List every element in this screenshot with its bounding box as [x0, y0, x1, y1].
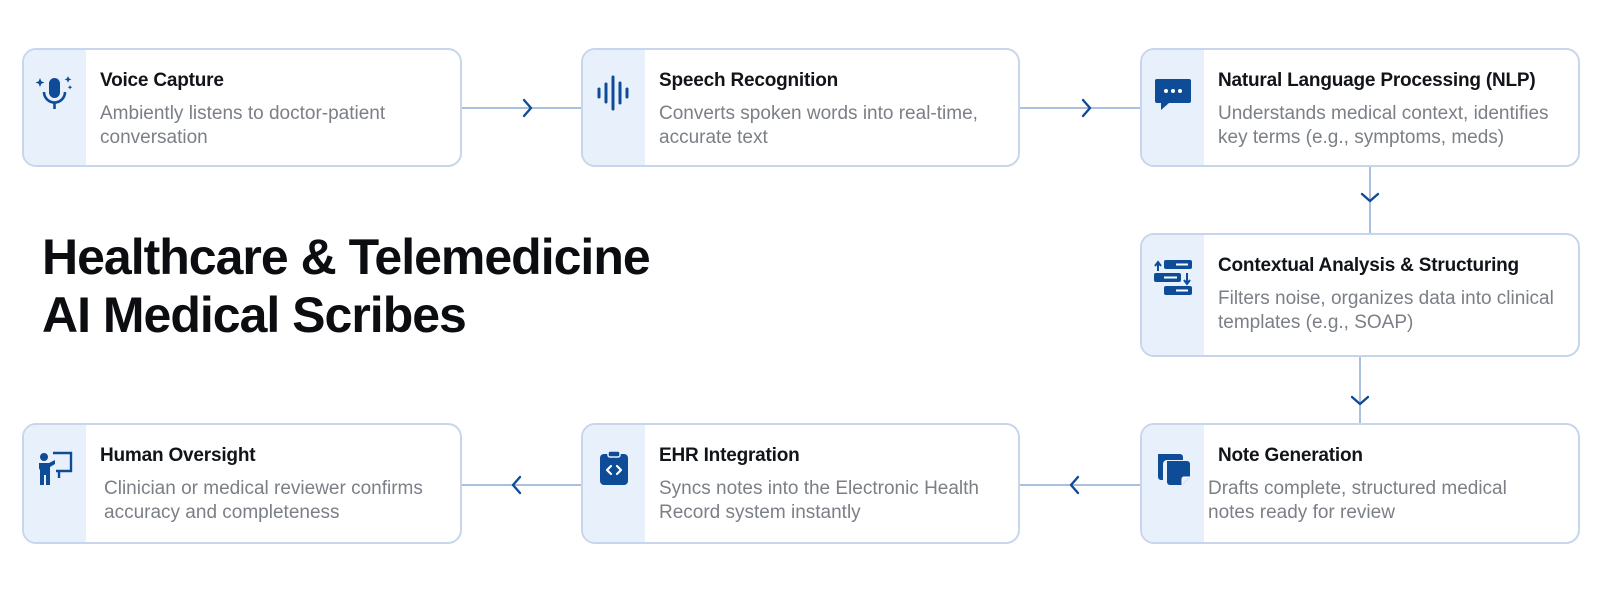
step-title: Contextual Analysis & Structuring	[1218, 255, 1519, 276]
diagram-heading: Healthcare & Telemedicine AI Medical Scr…	[42, 228, 651, 344]
card-icon-strip	[1142, 50, 1204, 165]
chevron-right-icon	[1081, 98, 1092, 118]
step-speech-recognition: Speech Recognition Converts spoken words…	[581, 48, 1020, 167]
chevron-left-icon	[511, 475, 522, 495]
chevron-down-icon	[1350, 395, 1370, 406]
step-title: Note Generation	[1218, 445, 1363, 466]
step-nlp: Natural Language Processing (NLP) Unders…	[1140, 48, 1580, 167]
chevron-down-icon	[1360, 192, 1380, 203]
chevron-right-icon	[522, 98, 533, 118]
step-ehr-integration: EHR Integration Syncs notes into the Ele…	[581, 423, 1020, 544]
step-note-generation: Note Generation Drafts complete, structu…	[1140, 423, 1580, 544]
step-contextual-analysis: Contextual Analysis & Structuring Filter…	[1140, 233, 1580, 357]
heading-line-1: Healthcare & Telemedicine	[42, 229, 651, 285]
step-description: Syncs notes into the Electronic Health R…	[659, 478, 980, 523]
step-title: EHR Integration	[659, 445, 800, 466]
step-description: Drafts complete, structured medical note…	[1208, 478, 1507, 523]
heading-line-2: AI Medical Scribes	[42, 287, 467, 343]
presenter-board-icon	[32, 445, 78, 491]
card-icon-strip	[24, 425, 86, 542]
step-description: Understands medical context, identifies …	[1218, 103, 1549, 148]
step-description: Clinician or medical reviewer confirms a…	[104, 478, 423, 523]
step-title: Voice Capture	[100, 70, 224, 91]
microphone-sparkle-icon	[32, 70, 78, 116]
step-title: Speech Recognition	[659, 70, 839, 91]
step-description: Converts spoken words into real-time, ac…	[659, 103, 978, 148]
step-description: Filters noise, organizes data into clini…	[1218, 288, 1554, 333]
clipboard-code-icon	[591, 445, 637, 491]
step-voice-capture: Voice Capture Ambiently listens to docto…	[22, 48, 462, 167]
step-human-oversight: Human Oversight Clinician or medical rev…	[22, 423, 462, 544]
step-title: Human Oversight	[100, 445, 256, 466]
chevron-left-icon	[1069, 475, 1080, 495]
step-title: Natural Language Processing (NLP)	[1218, 70, 1536, 91]
sort-list-icon	[1150, 255, 1196, 301]
sound-wave-icon	[591, 70, 637, 116]
chat-bubble-icon	[1150, 70, 1196, 116]
sticky-note-icon	[1150, 445, 1196, 491]
step-description: Ambiently listens to doctor-patient conv…	[100, 103, 386, 148]
